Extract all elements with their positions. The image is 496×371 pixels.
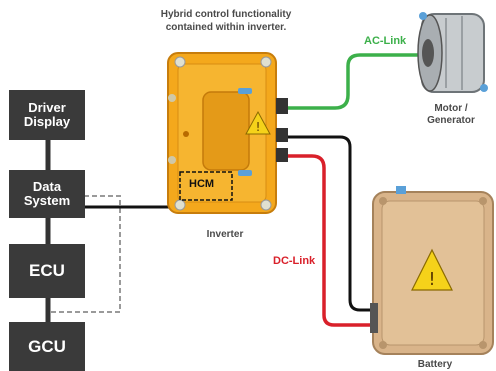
- driver-display-label: Driver Display: [23, 100, 71, 129]
- ac-link-cable: [283, 53, 420, 110]
- hybrid-control-caption: Hybrid control functionality contained w…: [160, 9, 292, 33]
- battery-warning-icon: !: [411, 248, 453, 291]
- hcm-label: HCM: [189, 178, 215, 190]
- data-system-box: Data System: [9, 170, 85, 218]
- gcu-box: GCU: [9, 322, 85, 371]
- dc-link-cable-black: [283, 135, 375, 312]
- svg-text:!: !: [428, 269, 435, 290]
- dc-link-cable-red: [283, 154, 375, 327]
- inverter-warning-icon: !: [245, 110, 271, 135]
- motor-generator-unit: [417, 12, 488, 93]
- ac-link-label: AC-Link: [364, 35, 407, 47]
- data-system-label: Data System: [23, 179, 71, 208]
- gcu-label: GCU: [28, 336, 66, 356]
- dc-link-label: DC-Link: [273, 255, 316, 267]
- ecu-label: ECU: [29, 261, 65, 281]
- inverter-label: Inverter: [206, 229, 244, 240]
- svg-text:!: !: [256, 120, 261, 134]
- battery-label: Battery: [417, 359, 453, 370]
- ecu-box: ECU: [9, 244, 85, 298]
- motor-generator-label: Motor / Generator: [427, 103, 475, 126]
- driver-display-box: Driver Display: [9, 90, 85, 140]
- inverter-unit: [167, 52, 288, 214]
- dashed-data-link: [48, 195, 121, 313]
- hcm-module-outline: [179, 171, 233, 201]
